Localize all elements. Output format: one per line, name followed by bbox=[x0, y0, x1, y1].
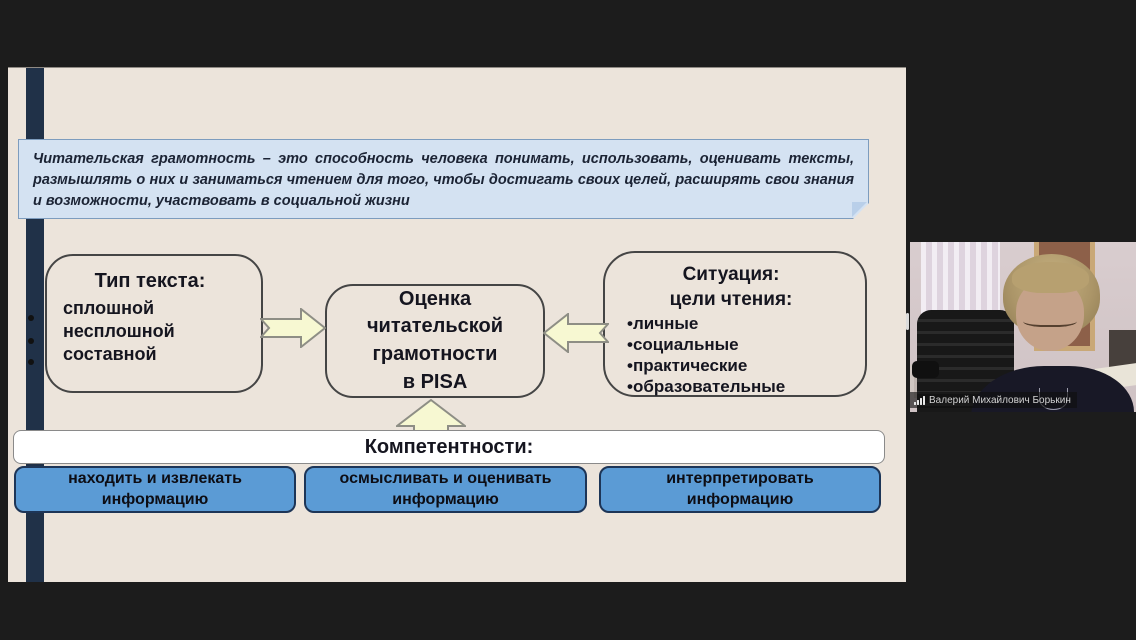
text-type-item: несплошной bbox=[63, 320, 175, 341]
competency-box-find-extract: находить и извлекать информацию bbox=[14, 466, 296, 513]
situation-item: образовательные bbox=[627, 377, 865, 398]
definition-callout: Читательская грамотность – это способнос… bbox=[18, 139, 870, 220]
participant-name: Валерий Михайлович Борькин bbox=[929, 394, 1071, 406]
bullet-dot bbox=[28, 315, 34, 321]
arrow-right-icon bbox=[260, 308, 326, 348]
definition-text: Читательская грамотность – это способнос… bbox=[33, 151, 854, 210]
bullet-dot bbox=[28, 338, 34, 344]
situation-title: Ситуация: цели чтения: bbox=[669, 264, 793, 310]
competency-box-interpret: интерпретировать информацию bbox=[599, 466, 881, 513]
connection-signal-icon bbox=[914, 395, 925, 405]
glasses bbox=[1023, 313, 1078, 328]
participant-video-tile[interactable]: Валерий Михайлович Борькин bbox=[910, 242, 1136, 412]
text-type-item: составной bbox=[63, 343, 157, 364]
situation-item: личные bbox=[627, 314, 865, 335]
competencies-header: Компетентности: bbox=[364, 435, 534, 458]
person-fringe bbox=[1011, 262, 1089, 293]
text-type-box: Тип текста: сплошной несплошной составно… bbox=[45, 254, 263, 393]
situation-item: социальные bbox=[627, 335, 865, 356]
competencies-header-bar: Компетентности: bbox=[13, 430, 885, 464]
text-type-item: сплошной bbox=[63, 298, 155, 318]
arrow-left-icon bbox=[543, 313, 609, 353]
pisa-assessment-box: Оценка читательской грамотности в PISA bbox=[325, 284, 545, 398]
participant-name-badge: Валерий Михайлович Борькин bbox=[910, 392, 1077, 408]
competency-label: находить и извлекать информацию bbox=[68, 469, 242, 508]
bullet-dot bbox=[28, 359, 34, 365]
text-type-title: Тип текста: bbox=[94, 270, 206, 292]
competency-box-comprehend-evaluate: осмысливать и оценивать информацию bbox=[304, 466, 587, 513]
situation-box: Ситуация: цели чтения: личные социальные… bbox=[603, 251, 867, 397]
chair-arm bbox=[912, 361, 940, 378]
competency-label: интерпретировать информацию bbox=[666, 469, 814, 508]
shared-slide: Читательская грамотность – это способнос… bbox=[8, 67, 906, 582]
competency-label: осмысливать и оценивать информацию bbox=[339, 469, 552, 508]
panel-resize-handle[interactable] bbox=[906, 313, 909, 330]
situation-item: практические bbox=[627, 356, 865, 377]
